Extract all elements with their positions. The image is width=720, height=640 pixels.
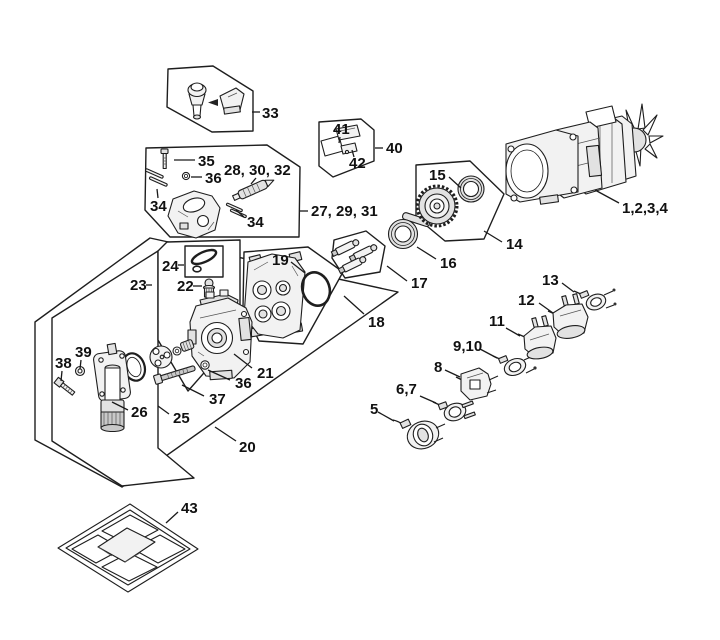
- water-filter-26: [93, 342, 131, 433]
- check-valve-33: [187, 82, 245, 120]
- gasket-kit-43: [57, 503, 199, 593]
- part-label-29-37: 37: [209, 391, 226, 408]
- washer-36-upper: [181, 171, 191, 181]
- bolt-35: [160, 148, 169, 170]
- leader-line-28-36: [207, 369, 231, 381]
- part-label-24-24: 24: [162, 258, 179, 275]
- part-label-32-20: 20: [239, 439, 256, 456]
- part-label-23-5: 5: [370, 401, 378, 418]
- part-label-28-36: 36: [235, 375, 252, 392]
- part-label-8-42: 42: [349, 155, 366, 172]
- leader-line-17-13: [561, 282, 575, 293]
- o-ring-set-24: [190, 248, 218, 273]
- part-label-30-26: 26: [131, 404, 148, 421]
- part-label-25-22: 22: [177, 278, 194, 295]
- leader-line-20-9-10: [479, 348, 498, 359]
- motor-assembly: [505, 103, 664, 205]
- part-label-3-28-30-32: 28, 30, 32: [224, 162, 291, 179]
- leader-line-10-15: [448, 176, 462, 189]
- pump-body-21: [187, 289, 253, 381]
- power-plug-6-7: [432, 400, 476, 422]
- leader-line-29-37: [181, 384, 205, 397]
- part-label-10-15: 15: [429, 167, 446, 184]
- part-label-11-14: 14: [506, 236, 523, 253]
- leader-line-34-39: [79, 359, 82, 370]
- ring-16: [387, 218, 419, 250]
- washer-36-lower: [200, 360, 210, 370]
- leader-line-8-42: [351, 149, 355, 158]
- part-label-13-1-2-3-4: 1,2,3,4: [622, 200, 669, 217]
- part-label-17-13: 13: [542, 272, 559, 289]
- leader-line-30-26: [111, 401, 129, 411]
- o-ring-19: [300, 271, 332, 307]
- arrow-icon: [208, 99, 218, 106]
- seal-ring-set: [121, 339, 195, 382]
- part-label-14-17: 17: [411, 275, 428, 292]
- power-plug-8: [455, 367, 499, 401]
- power-plug-5: [392, 418, 446, 450]
- part-label-34-39: 39: [75, 344, 92, 361]
- leader-line-4-34: [156, 188, 159, 199]
- part-label-22-6-7: 6,7: [396, 381, 417, 398]
- leader-line-12-16: [416, 246, 437, 260]
- manifold-18: [243, 251, 306, 339]
- leader-line-3-28-30-32: [250, 177, 257, 185]
- part-label-12-16: 16: [440, 255, 457, 272]
- pins-34-upper: [144, 168, 168, 187]
- leader-line-33-38: [60, 370, 63, 382]
- leader-line-7-41: [338, 136, 341, 144]
- leader-line-15-19: [290, 261, 306, 274]
- box-group-33: [166, 65, 254, 133]
- power-plug-11: [517, 315, 557, 360]
- leader-line-31-25: [157, 405, 170, 415]
- leader-line-5-34: [235, 209, 245, 218]
- switch-plate-41: [320, 124, 361, 157]
- bolt-37: [153, 365, 196, 385]
- power-plug-12: [547, 293, 589, 339]
- power-plug-13: [573, 288, 617, 311]
- leader-line-14-17: [386, 265, 408, 282]
- part-label-7-41: 41: [333, 121, 350, 138]
- part-label-0-33: 33: [262, 105, 279, 122]
- leader-line-18-12: [538, 302, 554, 314]
- part-label-15-19: 19: [272, 252, 289, 269]
- leader-line-23-5: [377, 411, 395, 422]
- part-label-6-27-29-31: 27, 29, 31: [311, 203, 378, 220]
- part-label-9-40: 40: [386, 140, 403, 157]
- leader-line-11-14: [483, 230, 503, 243]
- part-label-18-12: 12: [518, 292, 535, 309]
- part-label-21-8: 8: [434, 359, 442, 376]
- part-label-1-35: 35: [198, 153, 215, 170]
- part-label-27-21: 21: [257, 365, 274, 382]
- part-label-16-18: 18: [368, 314, 385, 331]
- part-label-33-38: 38: [55, 355, 72, 372]
- pump-head-27: [167, 190, 221, 239]
- leader-line-16-18: [343, 295, 365, 315]
- leader-line-32-20: [214, 426, 237, 442]
- box-group-27-29-31: [144, 144, 301, 238]
- part-label-35-43: 43: [181, 500, 198, 517]
- leader-line-27-21: [233, 353, 253, 369]
- leader-line-19-11: [505, 327, 521, 337]
- part-label-20-9-10: 9,10: [453, 338, 482, 355]
- part-label-5-34: 34: [247, 214, 264, 231]
- gear-wheel-14: [401, 184, 459, 228]
- valve-set-17: [330, 239, 378, 274]
- leader-line-22-6-7: [419, 395, 437, 404]
- part-label-4-34: 34: [150, 198, 167, 215]
- leader-line-35-43: [165, 511, 179, 524]
- leader-line-13-1-2-3-4: [594, 189, 620, 204]
- bearing-15: [457, 175, 485, 203]
- leader-line-21-8: [444, 369, 461, 378]
- valve-cartridge-28-30-32: [232, 179, 275, 201]
- part-label-19-11: 11: [489, 313, 505, 330]
- part-label-2-36: 36: [205, 170, 222, 187]
- power-plug-9-10: [492, 353, 537, 377]
- part-label-31-25: 25: [173, 410, 190, 427]
- part-label-26-23: 23: [130, 277, 147, 294]
